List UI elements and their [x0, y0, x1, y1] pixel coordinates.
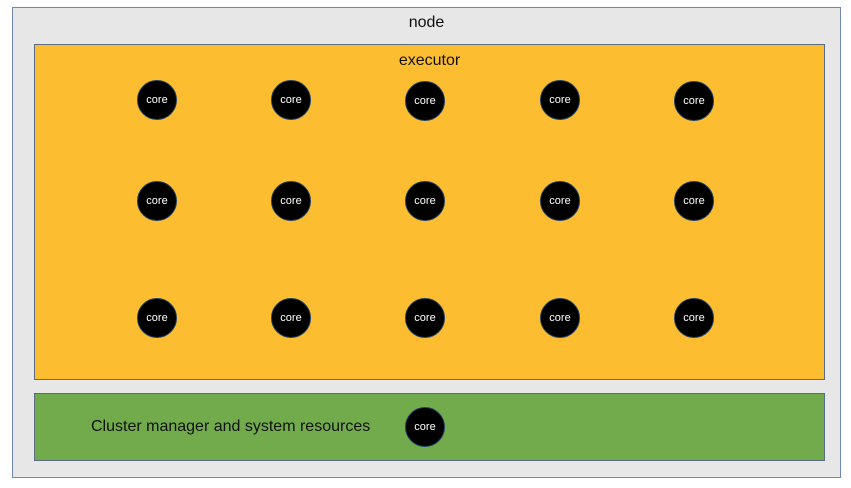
executor-core: core [405, 81, 445, 121]
executor-core: core [271, 181, 311, 221]
executor-core: core [674, 298, 714, 338]
core-label: core [683, 195, 705, 207]
executor-core: core [137, 80, 177, 120]
executor-core: core [405, 181, 445, 221]
executor-core: core [137, 181, 177, 221]
executor-core: core [271, 298, 311, 338]
executor-core: core [540, 181, 580, 221]
executor-core: core [674, 181, 714, 221]
executor-core: core [674, 81, 714, 121]
core-label: core [549, 94, 571, 106]
core-label: core [549, 312, 571, 324]
core-label: core [146, 94, 168, 106]
node-label: node [408, 14, 445, 31]
core-label: core [683, 312, 705, 324]
core-label: core [414, 312, 436, 324]
cluster-box: Cluster manager and system resources cor… [34, 393, 825, 461]
executor-label: executor [398, 52, 461, 69]
executor-core: core [540, 298, 580, 338]
core-label: core [414, 95, 436, 107]
executor-core: core [540, 80, 580, 120]
core-label: core [146, 195, 168, 207]
core-label: core [280, 195, 302, 207]
core-label: core [146, 312, 168, 324]
core-label: core [280, 312, 302, 324]
core-label: core [414, 421, 436, 433]
core-label: core [280, 94, 302, 106]
executor-core: core [271, 80, 311, 120]
cluster-label: Cluster manager and system resources [91, 418, 371, 435]
cluster-core: core [405, 407, 445, 447]
executor-box: executor core core core core core core c… [34, 44, 825, 380]
core-label: core [414, 195, 436, 207]
core-label: core [683, 95, 705, 107]
core-label: core [549, 195, 571, 207]
executor-core: core [405, 298, 445, 338]
executor-core: core [137, 298, 177, 338]
